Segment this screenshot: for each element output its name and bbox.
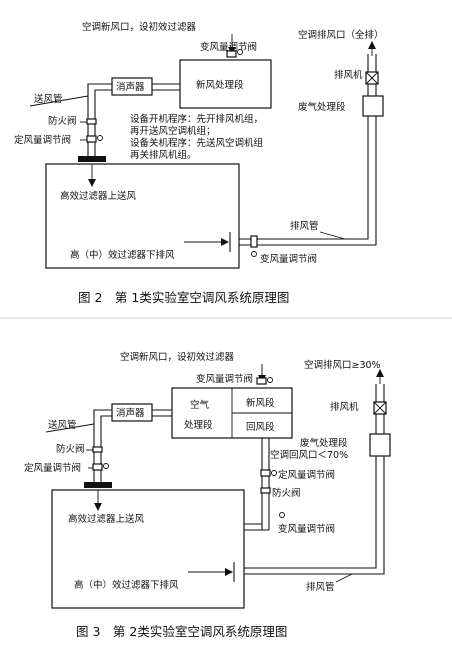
fig3-exhaust-fan-label: 排风机	[330, 401, 359, 413]
fig3-air-unit-label-1: 空气	[190, 399, 210, 411]
fig3-vav-top-actuator-icon	[267, 377, 273, 383]
fig3-constant-damper-left	[92, 463, 103, 471]
fig3-vav-bottom-label: 变风量调节阀	[278, 523, 335, 535]
fig2-exhaust-duct-inner	[239, 116, 377, 246]
fig3-waste-gas-unit	[369, 433, 391, 457]
fig2-fresh-air-inlet-label: 空调新风口，设初效过滤器	[82, 21, 197, 33]
fig2-silencer-label: 消声器	[116, 81, 145, 93]
fig2-fan-cross-b	[365, 71, 379, 85]
fig2-constant-damper-actuator-icon	[97, 135, 103, 141]
fig3-silencer-label: 消声器	[116, 407, 145, 419]
fig2-fire-damper	[86, 118, 97, 125]
fig2-supply-duct-label: 送风管	[34, 93, 63, 105]
fig3-return-inlet-label: 空调回风口＜70%	[270, 449, 348, 461]
fig3-fire-damper-right	[260, 487, 271, 494]
fig3-waste-gas-unit-label: 废气处理段	[300, 437, 348, 449]
fig3-exhaust-duct-outer	[244, 456, 377, 569]
fig3-room-exhaust-label: 高（中）效过滤器下排风	[74, 579, 179, 591]
fig3-supply-duct-label: 送风管	[48, 419, 77, 431]
fig3-caption: 图 3 第 2类实验室空调风系统原理图	[76, 624, 287, 639]
fig2-supply-drop-inner	[94, 89, 112, 158]
fig3-exhaust-duct-leader	[335, 573, 353, 583]
fig2-supply-drop-outer	[87, 83, 112, 158]
fig3-supply-duct-leader	[45, 423, 95, 433]
fig3-fresh-air-inlet-label: 空调新风口，设初效过滤器	[120, 351, 235, 363]
fig2-exhaust-duct-outer	[239, 116, 369, 240]
fig3-constant-damper-right-actuator-icon	[271, 470, 277, 476]
fig2-vav-bottom-label: 变风量调节阀	[260, 253, 317, 265]
fig2-constant-damper-label: 定风量调节阀	[14, 134, 71, 146]
fig3-exhaust-duct-label: 排风管	[306, 581, 335, 593]
fig2-fire-damper-label: 防火阀	[48, 115, 77, 127]
figure-3: 空调新风口，设初效过滤器 变风量调节阀 空气 处理段 新风段 回风段 消声器 送…	[24, 351, 391, 639]
fig3-hepa-supply-diffuser	[84, 482, 112, 488]
fig3-supply-drop-inner	[100, 415, 112, 484]
fig3-constant-damper-right	[260, 469, 271, 477]
fig3-silencer	[111, 403, 153, 422]
fig3-fresh-unit-label: 新风段	[246, 397, 275, 409]
fig2-vav-top-label: 变风量调节阀	[200, 41, 257, 53]
fig3-constant-damper-right-label: 定风量调节阀	[278, 469, 335, 481]
fig3-exhaust-outlet-label: 空调排风口≥30%	[304, 359, 381, 371]
fig2-supply-duct-leader	[29, 95, 89, 107]
fig2-waste-gas-unit-label: 废气处理段	[298, 101, 346, 113]
fig3-constant-damper-left-label: 定风量调节阀	[24, 462, 81, 474]
fig2-note-line-2: 再开送风空调机组；	[130, 125, 216, 137]
fig3-air-unit-label-2: 处理段	[184, 419, 213, 431]
fig2-exhaust-fan-label: 排风机	[334, 69, 363, 81]
fig2-caption: 图 2 第 1类实验室空调风系统原理图	[78, 290, 289, 305]
fig2-exhaust-outlet-label: 空调排风口（全排）	[298, 29, 384, 41]
fig2-note-line-1: 设备开机程序：先开排风机组，	[130, 113, 263, 125]
fig3-vav-bottom-actuator-icon	[279, 512, 285, 518]
fig2-vav-top-damper	[226, 50, 237, 58]
fig3-vav-top-label: 变风量调节阀	[196, 373, 253, 385]
fig2-room-supply-label: 高效过滤器上送风	[60, 190, 137, 202]
fig3-vav-top-damper	[256, 377, 267, 385]
fig2-waste-gas-unit	[362, 95, 384, 117]
fig2-hepa-supply-diffuser	[78, 156, 106, 162]
fig2-constant-damper	[86, 135, 97, 143]
fig2-vav-top-actuator-icon	[237, 49, 243, 55]
fig2-fresh-air-unit-label: 新风处理段	[196, 79, 244, 91]
fig3-fire-damper-left-label: 防火阀	[56, 443, 85, 455]
fig3-fan-cross-b	[373, 401, 387, 415]
fig2-note-line-3: 设备关机程序：先送风空调机组	[130, 137, 264, 149]
fig2-lab-room	[45, 163, 240, 269]
fig2-vav-bottom-actuator-icon	[251, 251, 257, 257]
figure-2: 空调新风口，设初效过滤器 变风量调节阀 新风处理段 消声器 送风管 防火阀 定风…	[14, 21, 384, 305]
fig2-vav-bottom-damper	[250, 235, 258, 248]
fig2-exhaust-duct-label: 排风管	[290, 220, 319, 232]
fig3-exhaust-duct-inner	[244, 456, 385, 575]
fig2-room-exhaust-label: 高（中）效过滤器下排风	[70, 249, 175, 261]
fig3-lab-room	[51, 489, 245, 609]
fig3-room-supply-label: 高效过滤器上送风	[68, 513, 145, 525]
fig3-constant-damper-left-actuator-icon	[103, 463, 109, 469]
fig3-fire-damper-right-label: 防火阀	[272, 487, 301, 499]
fig3-fire-damper-left	[92, 446, 103, 453]
fig3-supply-drop-outer	[93, 409, 112, 484]
fig2-exhaust-duct-leader	[319, 231, 346, 240]
fig2-note-line-4: 再关排风机组。	[130, 149, 197, 161]
fig3-return-unit-label: 回风段	[246, 421, 275, 433]
fig2-fresh-air-unit	[179, 59, 272, 109]
fig2-silencer	[111, 77, 153, 96]
